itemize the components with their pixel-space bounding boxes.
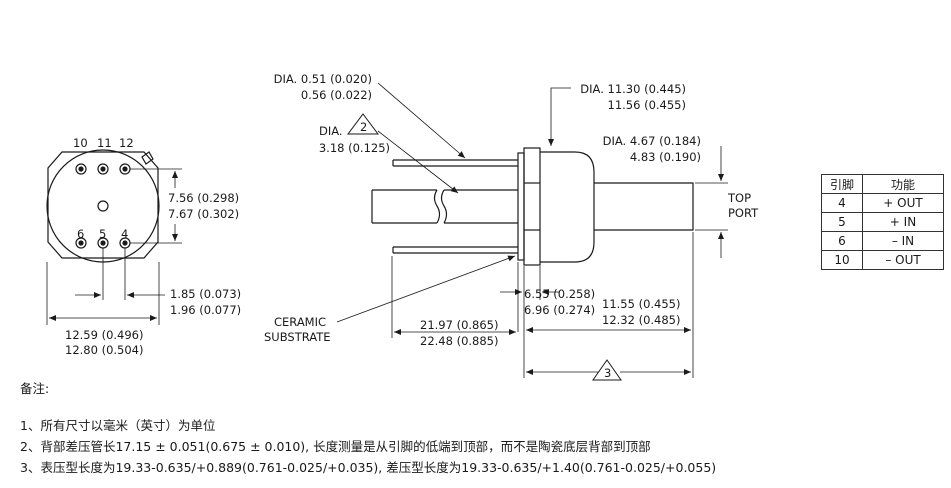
- table-row: 5 + IN: [821, 212, 944, 232]
- pin-label-10: 10: [73, 136, 88, 150]
- flange-plate: [517, 152, 525, 261]
- front-view-labels: 10 11 12 6 5 4 7.56 (0.298) 7.67 (0.302)…: [65, 136, 241, 357]
- table-cell-pin: 6: [821, 231, 863, 251]
- pin-function-table: 引脚 功能 4 + OUT 5 + IN 6 – IN 10 – OUT: [821, 174, 944, 270]
- pin-pitch-dim-1: 1.85 (0.073): [170, 287, 241, 301]
- pin-label-11: 11: [97, 136, 112, 150]
- side-view-labels: DIA. 0.51 (0.020) 0.56 (0.022) DIA. 3.18…: [264, 72, 759, 348]
- pin-label-4: 4: [121, 227, 128, 241]
- pin-label-12: 12: [119, 136, 134, 150]
- table-cell-pin: 5: [821, 212, 863, 232]
- top-port-label-1: TOP: [727, 191, 751, 205]
- ceramic-label-1: CERAMIC: [274, 315, 326, 329]
- table-cell-function: + IN: [862, 212, 944, 232]
- body-dia-dim-2: 12.80 (0.504): [65, 343, 143, 357]
- table-header-function: 功能: [862, 174, 944, 194]
- flange-thickness-dim-2: 6.96 (0.274): [524, 303, 595, 317]
- pin-pitch-dim-2: 1.96 (0.077): [170, 303, 241, 317]
- table-row: 6 – IN: [821, 231, 944, 251]
- top-port-tube: [594, 182, 694, 231]
- pins-top: [75, 163, 131, 175]
- pin-label-6: 6: [77, 227, 84, 241]
- table-cell-function: – OUT: [862, 250, 944, 270]
- flange-body: [523, 147, 541, 266]
- pin-height-dim-1: 7.56 (0.298): [168, 191, 239, 205]
- pin-height-dim-2: 7.67 (0.302): [168, 207, 239, 221]
- table-row: 4 + OUT: [821, 193, 944, 213]
- front-view: [46, 149, 182, 325]
- flange-dia-dim-1: DIA. 11.30 (0.445): [580, 82, 686, 96]
- port-length-dim-2: 12.32 (0.485): [602, 313, 680, 327]
- flange-thickness-dim-1: 6.55 (0.258): [524, 287, 595, 301]
- tube-length-dim-2: 22.48 (0.885): [420, 334, 498, 348]
- note-item-2: 2、背部差压管长17.15 ± 0.051(0.675 ± 0.010), 长度…: [20, 439, 651, 454]
- port-dia-dim-1: DIA. 4.67 (0.184): [603, 134, 701, 148]
- side-view-dims: [336, 82, 728, 378]
- table-row: 10 – OUT: [821, 250, 944, 270]
- table-cell-pin: 10: [821, 250, 863, 270]
- rear-tube-right: [444, 189, 518, 224]
- rear-tube-left: [371, 189, 437, 224]
- table-cell-function: – IN: [862, 231, 944, 251]
- lead-bottom: [393, 246, 518, 254]
- notes-title: 备注:: [20, 381, 50, 396]
- note-marker-3-text: 3: [604, 366, 611, 380]
- table-cell-pin: 4: [821, 193, 863, 213]
- cap: [540, 151, 595, 263]
- table-header-pin: 引脚: [821, 174, 863, 194]
- note-marker-3: 3: [592, 359, 622, 381]
- note-marker-2: 2: [347, 113, 379, 135]
- lead-dia-dim-1: DIA. 0.51 (0.020): [274, 72, 372, 86]
- ceramic-label-2: SUBSTRATE: [264, 330, 331, 344]
- table-header-row: 引脚 功能: [821, 174, 944, 194]
- pin-label-5: 5: [99, 227, 106, 241]
- inner-octagon: [47, 151, 159, 259]
- port-length-dim-1: 11.55 (0.455): [602, 297, 680, 311]
- key-tab: [141, 151, 154, 165]
- port-dia-dim-2: 4.83 (0.190): [630, 150, 701, 164]
- body-dia-dim-1: 12.59 (0.496): [65, 328, 143, 342]
- note-item-1: 1、所有尺寸以毫米（英寸）为单位: [20, 418, 216, 433]
- tube-dia-dim-1: DIA.: [319, 124, 343, 138]
- flange-dia-dim-2: 11.56 (0.455): [608, 98, 686, 112]
- lead-dia-dim-2: 0.56 (0.022): [301, 88, 372, 102]
- tube-dia-dim-2: 3.18 (0.125): [319, 141, 390, 155]
- top-port-label-2: PORT: [728, 206, 759, 220]
- note-marker-2-text: 2: [360, 120, 367, 134]
- lead-top: [393, 159, 518, 167]
- center-hole: [97, 200, 109, 212]
- side-view: [371, 147, 694, 266]
- note-item-3: 3、表压型长度为19.33-0.635/+0.889(0.761-0.025/+…: [20, 460, 717, 475]
- tube-length-dim-1: 21.97 (0.865): [420, 318, 498, 332]
- table-cell-function: + OUT: [862, 193, 944, 213]
